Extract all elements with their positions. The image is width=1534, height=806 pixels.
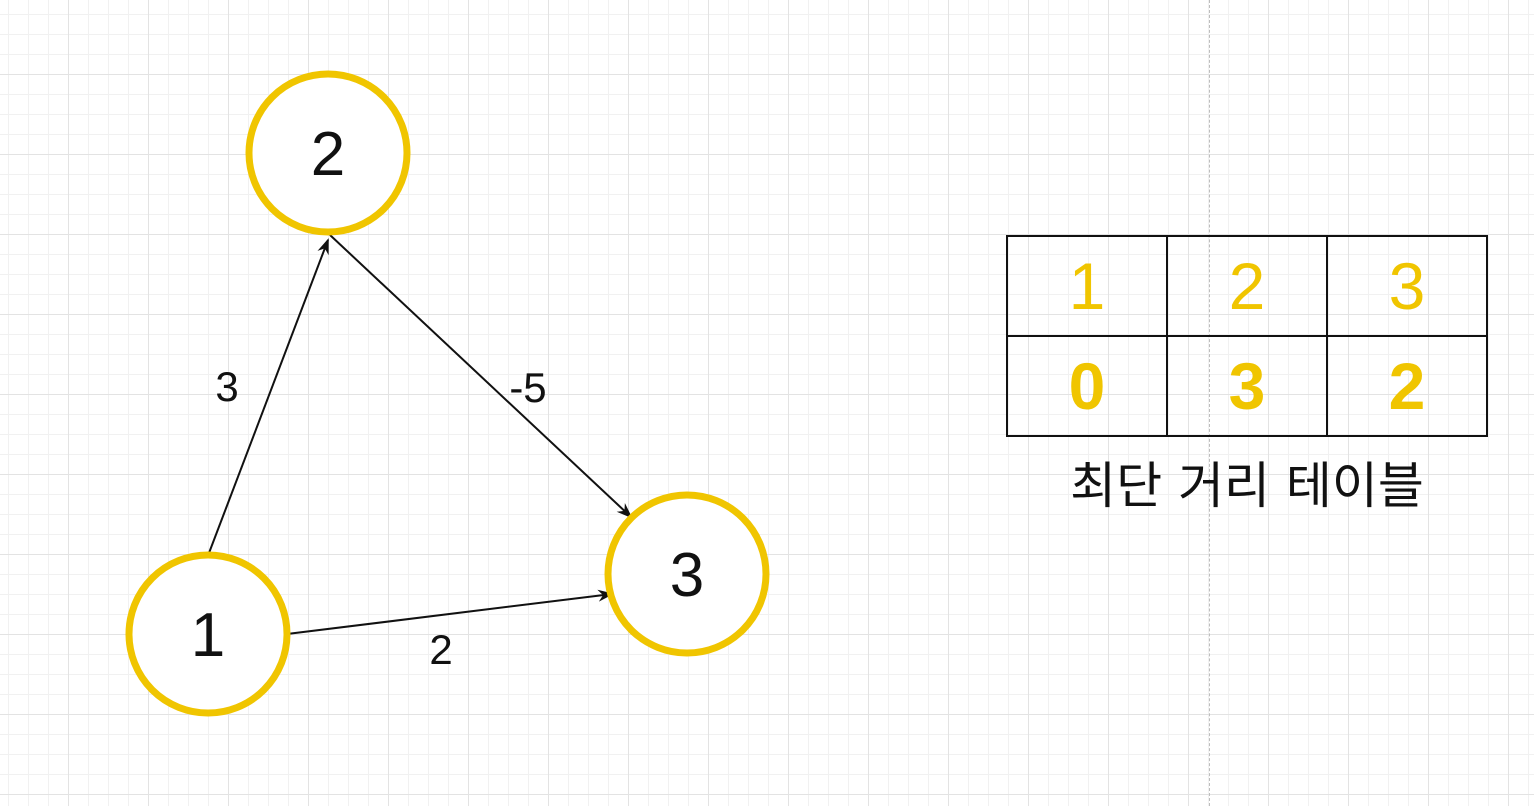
edge-1-2[interactable]	[208, 238, 329, 554]
node-3[interactable]: 3	[604, 491, 770, 657]
edge-weight-1-2: 3	[215, 363, 238, 410]
table-header-row: 1 2 3	[1006, 235, 1488, 337]
table-distance-cell: 2	[1326, 335, 1488, 437]
table-header-cell: 3	[1326, 235, 1488, 337]
table-distance-row: 0 3 2	[1006, 335, 1488, 437]
table-distance-cell: 0	[1006, 335, 1168, 437]
table-distance-cell: 3	[1166, 335, 1328, 437]
edge-weight-2-3: -5	[509, 364, 546, 411]
edge-2-3[interactable]	[329, 234, 633, 519]
shortest-distance-table: 1 2 3 0 3 2	[1006, 235, 1488, 437]
node-label: 3	[670, 541, 704, 610]
table-header-cell: 2	[1166, 235, 1328, 337]
table-caption: 최단 거리 테이블	[1070, 457, 1424, 515]
node-1[interactable]: 1	[125, 551, 291, 717]
edge-1-3[interactable]	[286, 589, 614, 635]
node-label: 1	[191, 601, 225, 670]
table-header-cell: 1	[1006, 235, 1168, 337]
edge-weight-1-3: 2	[429, 626, 452, 673]
node-label: 2	[311, 120, 345, 189]
node-2[interactable]: 2	[245, 70, 411, 236]
